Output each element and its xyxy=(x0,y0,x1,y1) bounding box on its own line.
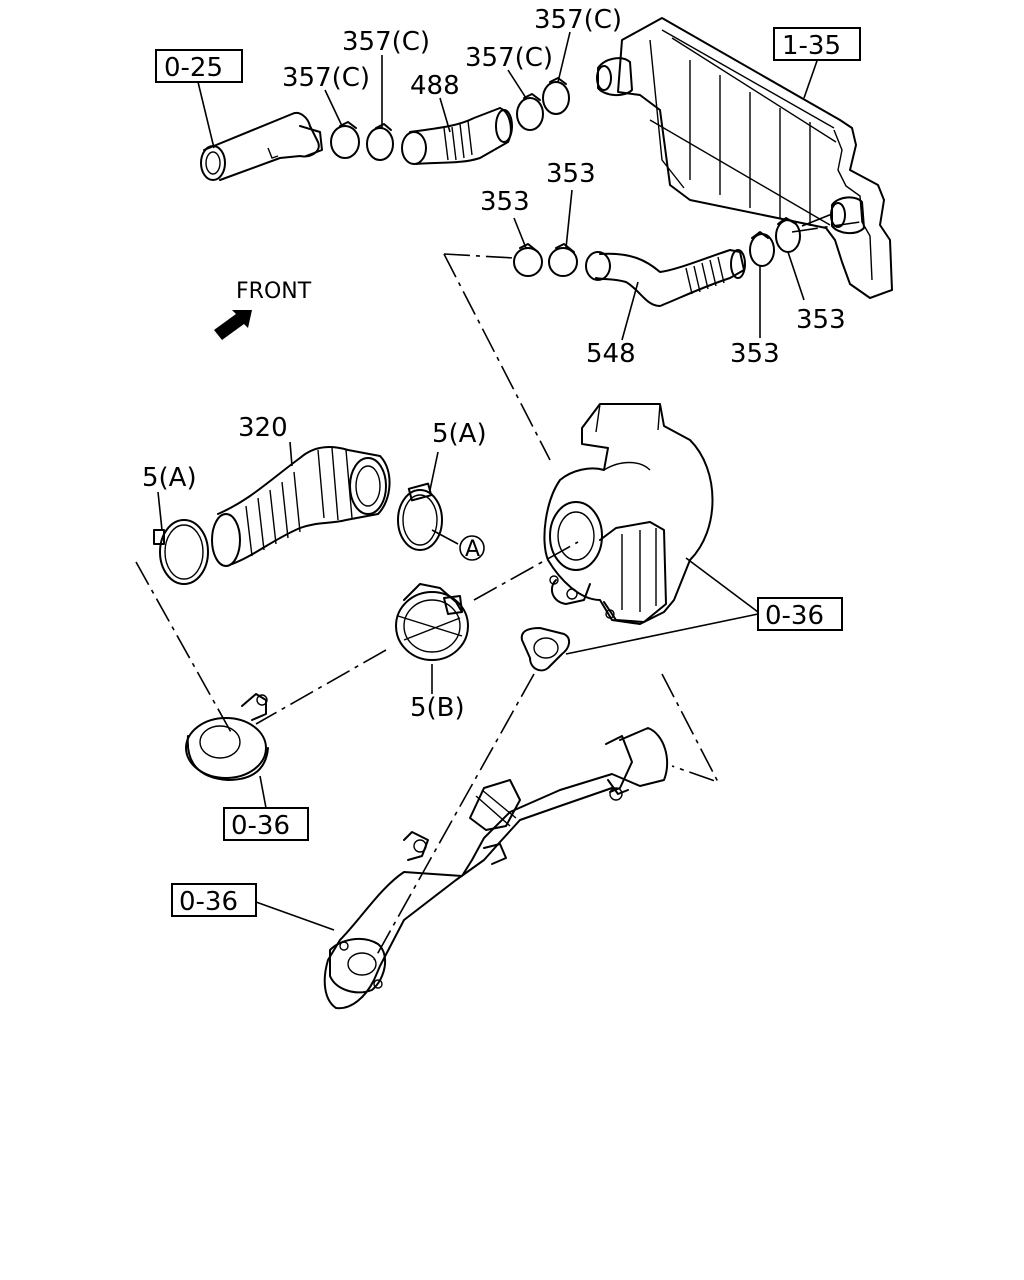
turbocharger xyxy=(543,403,714,625)
ref-1-35[interactable]: 1-35 xyxy=(782,31,841,61)
upper-pipe xyxy=(200,112,323,181)
leader-lines xyxy=(157,31,833,931)
label-357c-4: 357(C) xyxy=(534,5,622,35)
label-353-1: 353 xyxy=(546,159,596,189)
label-548: 548 xyxy=(586,339,636,369)
label-357c-2: 357(C) xyxy=(342,27,430,57)
clamp-353-1 xyxy=(513,243,543,277)
callout-labels: 0-25 1-35 357(C) 357(C) 357(C) 357(C) 48… xyxy=(142,5,861,917)
label-353-2: 353 xyxy=(480,187,530,217)
clamp-5b xyxy=(395,583,469,661)
hose-548 xyxy=(585,249,746,307)
assembly-lines xyxy=(135,221,861,961)
exhaust-pipe xyxy=(323,727,669,1010)
label-353-3: 353 xyxy=(796,305,846,335)
clamp-357c-3 xyxy=(516,93,544,131)
ref-0-36-bottom-box xyxy=(171,883,257,917)
clamp-5a-right xyxy=(397,482,443,551)
clamp-353-3 xyxy=(749,231,775,267)
ref-0-25[interactable]: 0-25 xyxy=(164,53,223,83)
clamp-357c-2 xyxy=(366,123,394,161)
gasket xyxy=(520,627,570,672)
front-arrow-icon xyxy=(214,310,252,340)
ref-0-36-left[interactable]: 0-36 xyxy=(231,811,290,841)
front-label: FRONT xyxy=(236,279,312,304)
label-357c-1: 357(C) xyxy=(282,63,370,93)
label-5b: 5(B) xyxy=(410,693,465,723)
hose-488 xyxy=(401,107,513,165)
circle-a-marker xyxy=(459,535,485,561)
ref-1-35-box xyxy=(773,27,861,61)
clamp-353-4 xyxy=(775,217,801,253)
label-353-4: 353 xyxy=(730,339,780,369)
clamp-5a-left xyxy=(153,519,209,585)
hose-320 xyxy=(211,446,391,567)
clamp-357c-4 xyxy=(542,77,570,115)
label-5a-right: 5(A) xyxy=(432,419,487,449)
adapter-left xyxy=(185,693,269,781)
label-5a-left: 5(A) xyxy=(142,463,197,493)
ref-0-36-right-box xyxy=(757,597,843,631)
ref-0-36-left-box xyxy=(223,807,309,841)
front-indicator: FRONT xyxy=(214,279,312,340)
ref-0-36-right[interactable]: 0-36 xyxy=(765,601,824,631)
label-320: 320 xyxy=(238,413,288,443)
ref-0-36-bottom[interactable]: 0-36 xyxy=(179,887,238,917)
label-circle-a: A xyxy=(465,537,480,562)
ref-0-25-box xyxy=(155,49,243,83)
clamp-357c-1 xyxy=(330,121,360,159)
clamp-353-2 xyxy=(548,243,578,277)
label-357c-3: 357(C) xyxy=(465,43,553,73)
label-488: 488 xyxy=(410,71,460,101)
